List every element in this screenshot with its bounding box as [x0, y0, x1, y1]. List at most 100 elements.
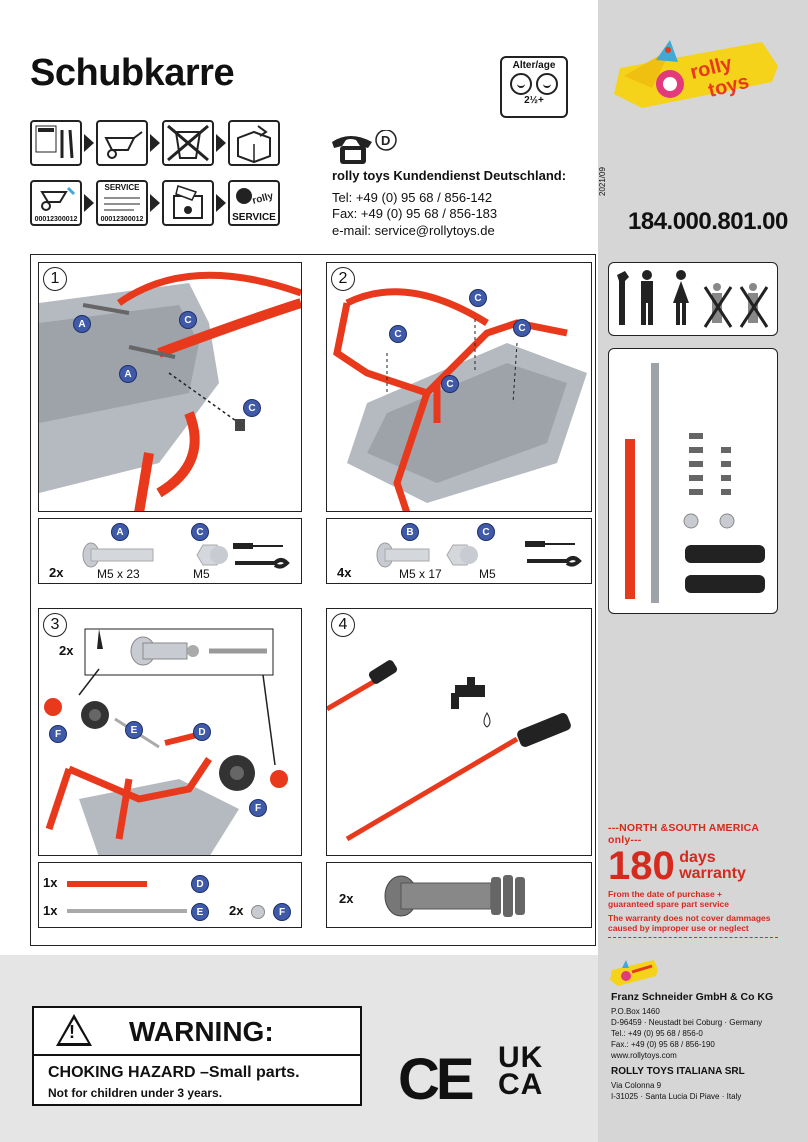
icon-row-bottom: 00012300012 SERVICE 00012300012 rolly SE… [30, 180, 280, 226]
warning-header: ! WARNING: [34, 1008, 360, 1056]
step-number: 1 [43, 267, 67, 291]
label-c-badge: C [179, 311, 197, 329]
service-part-icon: 00012300012 [30, 180, 82, 226]
company-web[interactable]: www.rollytoys.com [611, 1051, 677, 1060]
axle-e-part [67, 909, 187, 913]
contact-tel: Tel: +49 (0) 95 68 / 856-142 [332, 189, 493, 205]
parts-panel-4: 2x [326, 862, 592, 928]
bolt-nut-illustration [82, 542, 228, 568]
small-rolly-toys-logo [610, 960, 658, 986]
contact-block: rolly toys Kundendienst Deutschland: Tel… [332, 168, 566, 239]
article-number: 184.000.801.00 [628, 208, 788, 235]
nut-size: M5 [479, 567, 496, 581]
warning-heading: WARNING: [129, 1016, 274, 1047]
no-disposal-icon [162, 120, 214, 166]
label-f-badge: F [49, 725, 67, 743]
label-c-badge: C [469, 289, 487, 307]
arrow-icon [150, 194, 160, 212]
label-b-badge: B [401, 523, 419, 541]
handle-grip-illustration [384, 875, 525, 917]
cap-f-part [251, 905, 265, 919]
service-form-caption: 00012300012 [100, 216, 144, 223]
label-e-badge: E [125, 721, 143, 739]
company2-city: I-31025 · Santa Lucia Di Piave · Italy [611, 1092, 742, 1101]
rolly-service-icon: rolly SERVICE [228, 180, 280, 226]
footer-right [598, 955, 808, 1142]
label-c-badge: C [243, 399, 261, 417]
step-number: 3 [43, 613, 67, 637]
company-tel: Tel.: +49 (0) 95 68 / 856-0 [611, 1029, 703, 1038]
contact-email[interactable]: e-mail: service@rollytoys.de [332, 222, 495, 238]
warning-line-1: CHOKING HAZARD –Small parts. [48, 1064, 300, 1081]
warranty-days-number: 180 [608, 844, 675, 888]
age-label: Alter/age [512, 60, 556, 71]
svg-text:rolly: rolly [251, 191, 275, 207]
bolt-size: M5 x 17 [399, 567, 442, 581]
label-f-badge: F [273, 903, 291, 921]
page-title: Schubkarre [30, 52, 235, 94]
step-1-panel: 1 A A C C [38, 262, 302, 512]
parts-panel-2: 4x B C M5 x 17 M5 [326, 518, 592, 584]
warning-triangle-icon [56, 1014, 92, 1046]
ukca-bottom: CA [498, 1068, 544, 1101]
label-c-badge: C [191, 523, 209, 541]
label-d-badge: D [191, 875, 209, 893]
age-rating-box: Alter/age 2½+ [500, 56, 568, 118]
step-1-illustration [39, 271, 301, 511]
label-c-badge: C [477, 523, 495, 541]
step-3-panel: 3 2x D E F F [38, 608, 302, 856]
axle-e-quantity: 1x [43, 903, 58, 918]
age-value: 2½+ [524, 95, 544, 106]
wheelbarrow-icon [96, 120, 148, 166]
ukca-mark: UK CA [498, 1041, 544, 1101]
warning-line-2: Not for children under 3 years. [48, 1086, 223, 1100]
exclamation-icon: ! [69, 1022, 75, 1042]
parts-panel-3: 1x D 1x E 2x F [38, 862, 302, 928]
icon-row-top [30, 120, 280, 166]
assembly-frame [30, 254, 596, 946]
child-face-icon [510, 73, 532, 95]
step-number: 2 [331, 267, 355, 291]
warranty-terms: From the date of purchase + guaranteed s… [608, 889, 778, 933]
label-d-badge: D [193, 723, 211, 741]
warranty-days-label: days warranty [679, 850, 746, 882]
age-faces [502, 73, 566, 95]
label-f-badge: F [249, 799, 267, 817]
warranty-block: ---NORTH &SOUTH AMERICA only--- 180 days… [608, 822, 778, 938]
ukca-top: UK [498, 1041, 544, 1074]
box-packaging-icon [228, 120, 280, 166]
grip-quantity: 2x [339, 891, 354, 906]
label-a-badge: A [73, 315, 91, 333]
publish-date: 2021/09 [598, 167, 607, 196]
part-number-caption: 00012300012 [34, 216, 78, 223]
step-4-illustration [327, 660, 571, 842]
label-c-badge: C [441, 375, 459, 393]
warranty-divider [608, 937, 778, 938]
manual-tools-icon [30, 120, 82, 166]
rolly-toys-logo: rolly toys [614, 40, 778, 108]
service-form-title: SERVICE [104, 183, 140, 192]
parts-panel-1: 2x A C M5 x 23 M5 [38, 518, 302, 584]
persons-legend [608, 262, 778, 336]
ce-mark: CE [398, 1047, 475, 1112]
company-box: P.O.Box 1460 [611, 1007, 660, 1016]
warranty-word: warranty [679, 865, 746, 882]
service-form-icon: SERVICE 00012300012 [96, 180, 148, 226]
step-2-illustration [333, 288, 587, 511]
telephone-icon: D [332, 130, 397, 164]
parts-quantity: 4x [337, 565, 352, 580]
warranty-line: caused by improper use or neglect [608, 923, 749, 933]
step-3-illustration [44, 628, 288, 855]
country-badge: D [381, 133, 390, 148]
step-2-panel: 2 C C C C [326, 262, 592, 512]
child-face-icon [536, 73, 558, 95]
warranty-days-word: days [679, 849, 716, 866]
arrow-icon [84, 194, 94, 212]
label-a-badge: A [119, 365, 137, 383]
bolt-size: M5 x 23 [97, 567, 140, 581]
tools-adults-icon [617, 270, 769, 328]
screwdriver-wrench-icon [525, 541, 582, 567]
company-city: D-96459 · Neustadt bei Coburg · Germany [611, 1018, 763, 1027]
arrow-icon [216, 134, 226, 152]
label-e-badge: E [191, 903, 209, 921]
